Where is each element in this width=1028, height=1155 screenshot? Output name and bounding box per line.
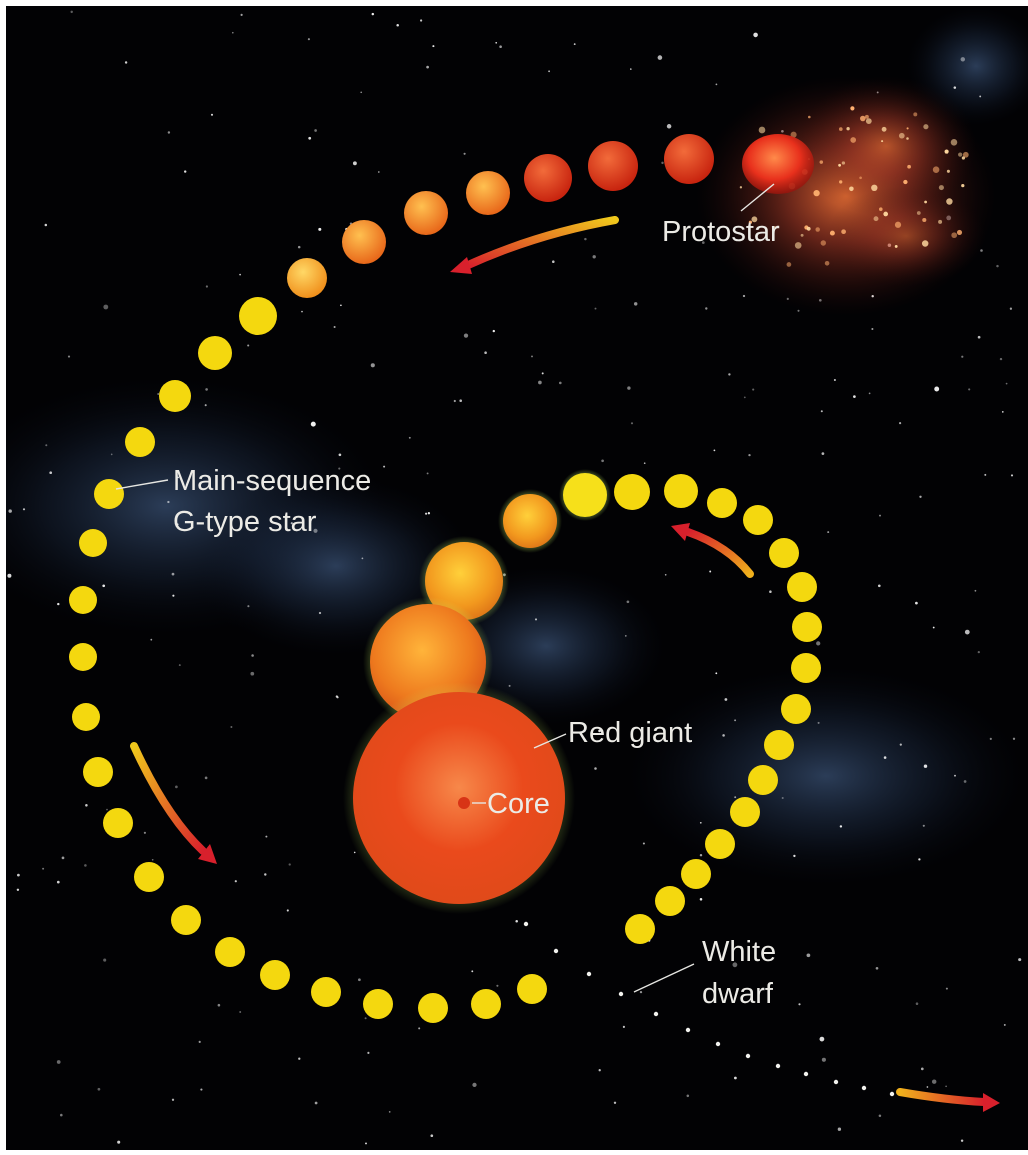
main-sequence-star xyxy=(69,586,97,614)
main-sequence-star xyxy=(792,612,822,642)
white-dwarf-dot xyxy=(745,1053,751,1059)
contracting-star xyxy=(524,154,572,202)
arrow-icon xyxy=(671,523,754,578)
diagram-canvas: Protostar Main-sequence G-type star Red … xyxy=(6,6,1028,1145)
contracting-star xyxy=(287,258,327,298)
expanding-star xyxy=(563,473,607,517)
arrow-icon xyxy=(896,1088,1000,1112)
protostar-label: Protostar xyxy=(662,216,780,248)
white-dwarf-dot xyxy=(523,921,529,927)
contracting-star xyxy=(664,134,714,184)
direction-arrows xyxy=(130,216,1000,1112)
main-sequence-star xyxy=(215,937,245,967)
label-leader-lines xyxy=(115,183,775,993)
main-sequence-star xyxy=(681,859,711,889)
main-sequence-star xyxy=(655,886,685,916)
main-sequence-star xyxy=(705,829,735,859)
main-sequence-star xyxy=(79,529,107,557)
main-sequence-star xyxy=(72,703,100,731)
white-dwarf-dot xyxy=(775,1063,781,1069)
white-dwarf-dot xyxy=(715,1041,721,1047)
main-sequence-star xyxy=(730,797,760,827)
main-sequence-star xyxy=(171,905,201,935)
main-sequence-star xyxy=(69,643,97,671)
contracting-star xyxy=(342,220,386,264)
white-dwarf-dot xyxy=(618,991,624,997)
main-sequence-star xyxy=(781,694,811,724)
protostar xyxy=(742,134,814,194)
white-dwarf-label-line2: dwarf xyxy=(702,978,774,1010)
white-dwarf-dot xyxy=(653,1011,659,1017)
contracting-star xyxy=(404,191,448,235)
red-giant xyxy=(353,692,565,904)
stellar-evolution-diagram: Protostar Main-sequence G-type star Red … xyxy=(6,6,1028,1150)
main-sequence-star xyxy=(311,977,341,1007)
white-dwarf-dot xyxy=(803,1071,809,1077)
white-dwarf-dot xyxy=(861,1085,867,1091)
main-sequence-star xyxy=(94,479,124,509)
arrow-icon xyxy=(450,216,619,274)
main-sequence-star xyxy=(239,297,277,335)
core-dot xyxy=(458,797,470,809)
expanding-star xyxy=(503,494,557,548)
main-sequence-star xyxy=(103,808,133,838)
red-giant-expansion xyxy=(343,469,611,914)
starfield xyxy=(7,10,1022,1145)
main-sequence-path xyxy=(69,297,822,1023)
g-type-star-label: G-type star xyxy=(173,506,317,538)
white-dwarf-trail xyxy=(523,921,895,1097)
main-sequence-star xyxy=(791,653,821,683)
main-sequence-star xyxy=(664,474,698,508)
white-dwarf-dot xyxy=(586,971,592,977)
main-sequence-star xyxy=(769,538,799,568)
main-sequence-label: Main-sequence xyxy=(173,465,371,497)
white-dwarf-dot xyxy=(553,948,559,954)
main-sequence-star xyxy=(707,488,737,518)
protostar-contraction-sequence xyxy=(287,134,714,298)
white-dwarf-label: White xyxy=(702,936,776,968)
main-sequence-star xyxy=(471,989,501,1019)
main-sequence-star xyxy=(517,974,547,1004)
core-label: Core xyxy=(487,788,550,820)
main-sequence-star xyxy=(625,914,655,944)
white-dwarf-dot xyxy=(833,1079,839,1085)
main-sequence-star xyxy=(260,960,290,990)
contracting-star xyxy=(466,171,510,215)
main-sequence-star xyxy=(134,862,164,892)
main-sequence-star xyxy=(125,427,155,457)
main-sequence-star xyxy=(418,993,448,1023)
white-dwarf-dot xyxy=(889,1091,895,1097)
main-sequence-star xyxy=(198,336,232,370)
arrow-icon xyxy=(130,742,217,864)
main-sequence-star xyxy=(748,765,778,795)
red-giant-label: Red giant xyxy=(568,717,692,749)
main-sequence-star xyxy=(787,572,817,602)
contracting-star xyxy=(588,141,638,191)
main-sequence-star xyxy=(764,730,794,760)
main-sequence-star xyxy=(614,474,650,510)
protostar-nebula xyxy=(696,76,996,316)
main-sequence-star xyxy=(363,989,393,1019)
main-sequence-star xyxy=(83,757,113,787)
white-dwarf-dot xyxy=(685,1027,691,1033)
main-sequence-star xyxy=(159,380,191,412)
main-sequence-star xyxy=(743,505,773,535)
